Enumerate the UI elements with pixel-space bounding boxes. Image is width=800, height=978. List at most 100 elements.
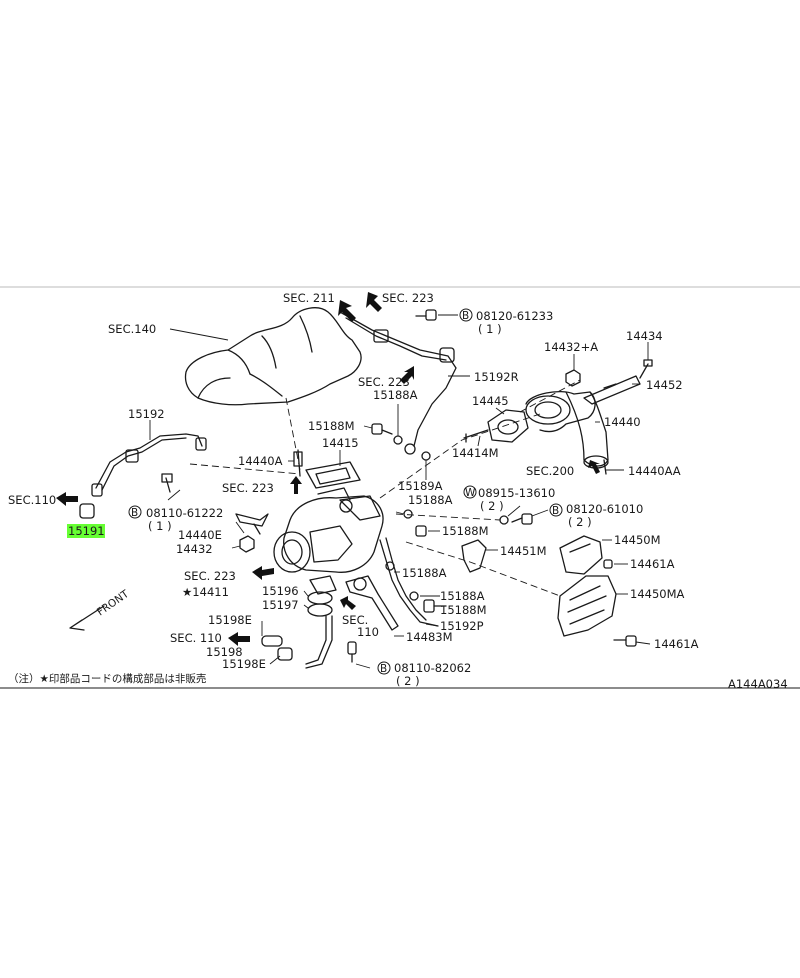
arrow-to-sec200 <box>588 460 600 474</box>
leader-15192p <box>425 623 439 627</box>
label-15188m-low[interactable]: 15188M <box>440 603 487 617</box>
label-14440[interactable]: 14440 <box>604 415 641 429</box>
arrow-to-sec223-mid <box>400 366 414 384</box>
alignment-line-e <box>395 513 501 521</box>
label-15188a-top[interactable]: 15188A <box>373 388 418 402</box>
label-14434[interactable]: 14434 <box>626 329 663 343</box>
heat-shield-14450ma-shape <box>557 575 617 637</box>
label-15198[interactable]: 15198 <box>206 645 243 659</box>
fitting-15191-shape <box>79 503 95 519</box>
svg-text:B: B <box>131 507 138 519</box>
bracket-14452-shape <box>583 375 641 405</box>
label-14415[interactable]: 14415 <box>322 436 359 450</box>
label-15198e-top[interactable]: 15198E <box>208 613 252 627</box>
label-sec223-bottom[interactable]: SEC. 223 <box>184 569 236 583</box>
label-14440a[interactable]: 14440A <box>238 454 283 468</box>
arrow-to-sec211 <box>338 300 356 322</box>
alignment-line-c <box>379 413 541 499</box>
washer-15188a-low2-shape <box>409 591 419 601</box>
label-15192p[interactable]: 15192P <box>440 619 484 633</box>
label-14432[interactable]: 14432 <box>176 542 213 556</box>
arrow-to-sec110-bottom <box>228 632 250 646</box>
label-14445[interactable]: 14445 <box>472 394 509 408</box>
leader-14440e <box>235 521 245 534</box>
label-15198e-bottom[interactable]: 15198E <box>222 657 266 671</box>
label-sec140[interactable]: SEC.140 <box>108 322 156 336</box>
label-08120-61010[interactable]: 08120-61010 <box>566 502 643 516</box>
arrow-to-sec223-top <box>366 292 382 312</box>
bolt-15188m-mid-shape <box>415 525 427 537</box>
label-14451m[interactable]: 14451M <box>500 544 547 558</box>
label-15189a[interactable]: 15189A <box>398 479 443 493</box>
qty-08110-82062: ( 2 ) <box>396 674 420 688</box>
label-sec211[interactable]: SEC. 211 <box>283 291 335 305</box>
nut-14432-shape <box>239 535 255 553</box>
label-14440e[interactable]: 14440E <box>178 528 222 542</box>
label-15197[interactable]: 15197 <box>262 598 299 612</box>
label-15188a-mid[interactable]: 15188A <box>408 493 453 507</box>
label-08110-61222[interactable]: 08110-61222 <box>146 506 223 520</box>
label-sec200[interactable]: SEC.200 <box>526 464 574 478</box>
arrow-to-sec110-left <box>56 492 78 506</box>
qty-08915-13610: ( 2 ) <box>480 499 504 513</box>
label-14483m[interactable]: 14483M <box>406 630 453 644</box>
stud-14440a-shape <box>293 449 303 477</box>
diagram-code: A144A034 <box>728 677 788 691</box>
leader-15198e-bottom <box>269 655 281 665</box>
footer-note: （注）★印部品コードの構成部品は非販売 <box>8 672 206 685</box>
label-sec110-bottom[interactable]: SEC. 110 <box>170 631 222 645</box>
leader-15196 <box>303 590 309 597</box>
bolt-08110-61222-shape <box>161 473 173 493</box>
marker-w-08915-13610: W <box>463 485 477 499</box>
exhaust-manifold-shape <box>184 307 362 406</box>
label-14450m[interactable]: 14450M <box>614 533 661 547</box>
gasket-14415-shape <box>305 461 361 489</box>
outlet-elbow-14440-shape <box>525 390 609 469</box>
label-14432a[interactable]: 14432+A <box>544 340 598 354</box>
washer-15188a-top-shape <box>393 435 403 445</box>
label-14411[interactable]: ★14411 <box>182 585 229 599</box>
label-14461a-top[interactable]: 14461A <box>630 557 675 571</box>
leader-08120-61010 <box>531 509 549 517</box>
qty-08120-61233: ( 1 ) <box>478 322 502 336</box>
label-15188a-low2[interactable]: 15188A <box>440 589 485 603</box>
label-sec110-right-b[interactable]: 110 <box>357 625 379 639</box>
label-sec223-mid[interactable]: SEC. 223 <box>358 375 410 389</box>
arrow-to-sec110-right <box>340 596 356 610</box>
qty-08120-61010: ( 2 ) <box>568 515 592 529</box>
leader-sec140 <box>169 328 229 341</box>
label-14414m[interactable]: 14414M <box>452 446 499 460</box>
svg-text:B: B <box>380 663 387 675</box>
label-14440aa[interactable]: 14440AA <box>628 464 681 478</box>
label-08110-82062[interactable]: 08110-82062 <box>394 661 471 675</box>
arrow-to-sec223-bottom <box>252 566 274 580</box>
label-sec110-left[interactable]: SEC.110 <box>8 493 56 507</box>
washer-15189a-shape <box>421 451 431 461</box>
svg-text:W: W <box>465 487 476 499</box>
leader-15188m-top <box>363 425 373 429</box>
leader-14432 <box>231 545 241 549</box>
oil-feed-pipe-upper <box>339 311 457 455</box>
label-15192[interactable]: 15192 <box>128 407 165 421</box>
svg-text:B: B <box>462 310 469 322</box>
label-sec223-top[interactable]: SEC. 223 <box>382 291 434 305</box>
label-sec223-left[interactable]: SEC. 223 <box>222 481 274 495</box>
label-14452[interactable]: 14452 <box>646 378 683 392</box>
label-15188m-top[interactable]: 15188M <box>308 419 355 433</box>
label-15188m-mid[interactable]: 15188M <box>442 524 489 538</box>
arrow-to-sec223-left <box>290 476 302 494</box>
label-08120-61233[interactable]: 08120-61233 <box>476 309 553 323</box>
stud-14414m-shape <box>463 429 489 443</box>
leader-14461a-bottom <box>635 641 651 645</box>
label-15192r[interactable]: 15192R <box>474 370 519 384</box>
label-15188a-low[interactable]: 15188A <box>402 566 447 580</box>
label-08915-13610[interactable]: 08915-13610 <box>478 486 555 500</box>
bolt-15188m-low-shape <box>423 599 447 613</box>
label-14461a-bottom[interactable]: 14461A <box>654 637 699 651</box>
label-sec110-right-a[interactable]: SEC. <box>342 613 368 627</box>
label-15191[interactable]: 15191 <box>68 524 105 538</box>
marker-b-08120-61233: B <box>459 308 473 322</box>
label-14450ma[interactable]: 14450MA <box>630 587 685 601</box>
label-15196[interactable]: 15196 <box>262 584 299 598</box>
